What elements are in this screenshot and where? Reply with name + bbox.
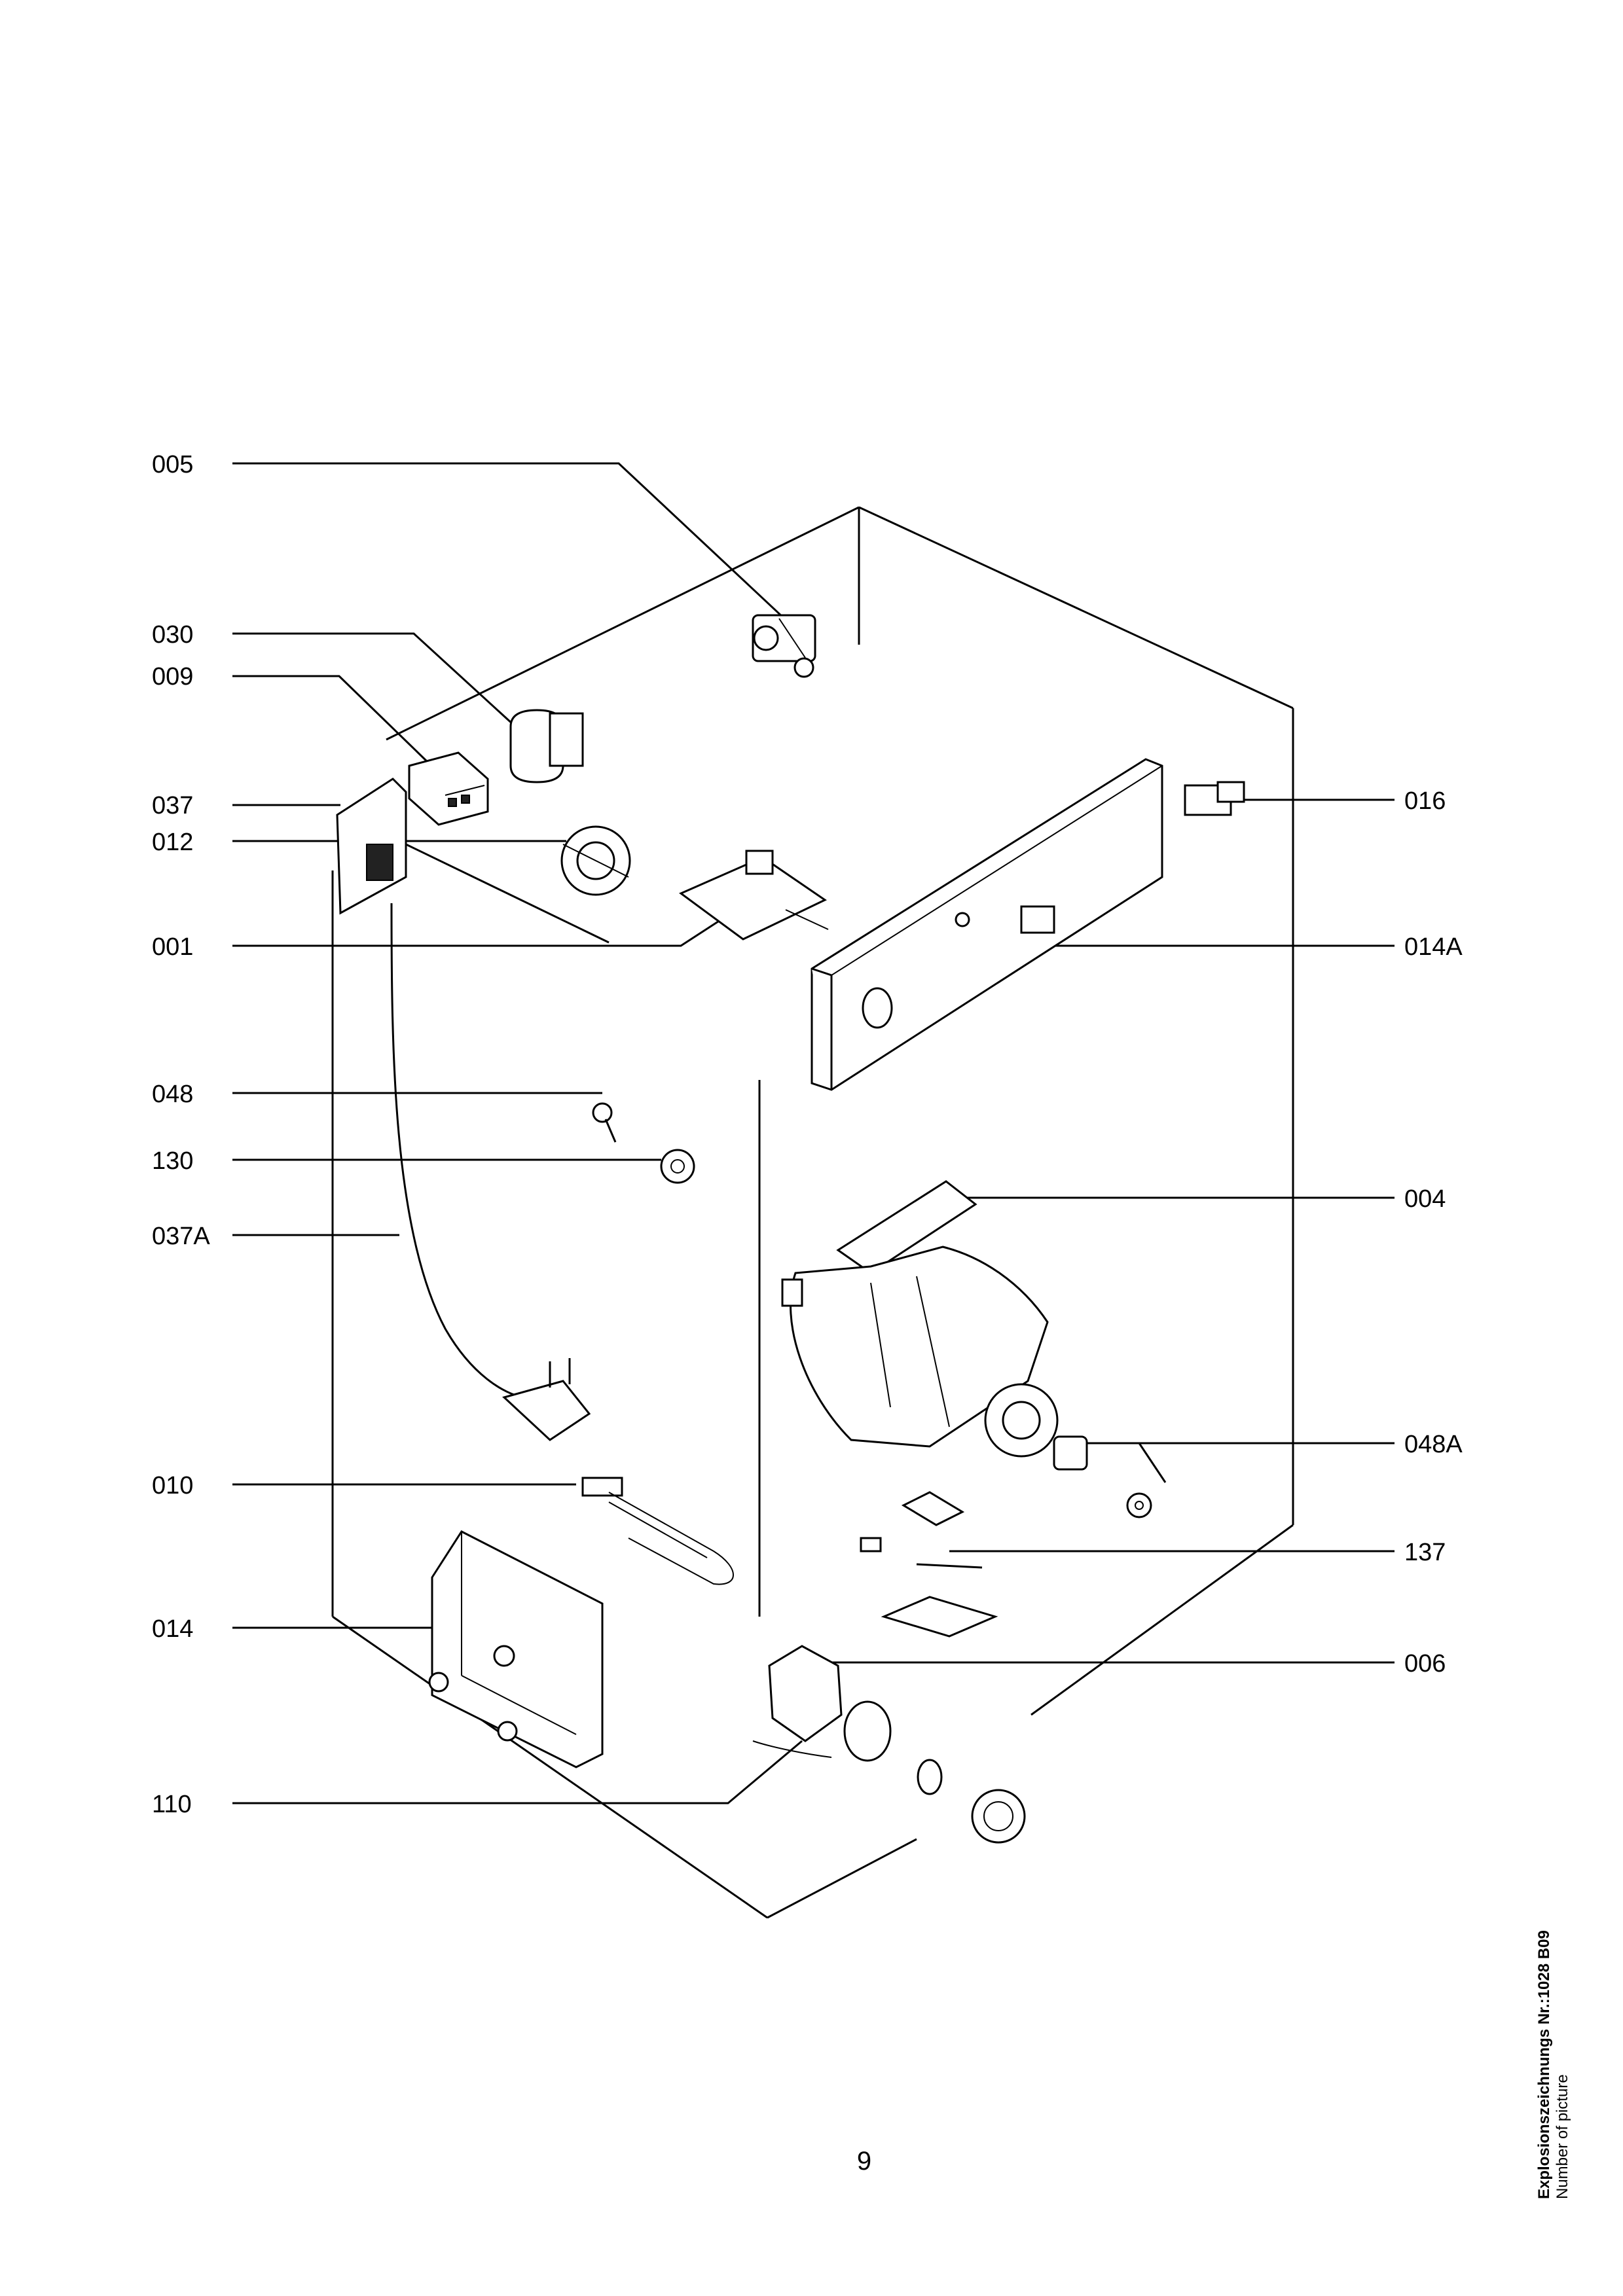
- part-014-housing: [428, 1530, 604, 1768]
- part-130-pressure-switch: [660, 1149, 695, 1184]
- callout-037: 037: [152, 792, 193, 819]
- callout-010: 010: [152, 1472, 193, 1499]
- part-006-drain-pump: [768, 1645, 1026, 1844]
- part-137-brackets: [860, 1491, 998, 1638]
- callout-014: 014: [152, 1615, 193, 1643]
- part-014a-control-panel: [811, 758, 1163, 1091]
- callout-037a: 037A: [152, 1223, 210, 1250]
- part-004-motor: [781, 1180, 1059, 1458]
- callout-048: 048: [152, 1081, 193, 1108]
- part-110-hose: [752, 1740, 832, 1758]
- callout-130: 130: [152, 1147, 193, 1175]
- callout-016: 016: [1404, 787, 1446, 815]
- callout-005: 005: [152, 451, 193, 478]
- part-048-thermostat: [592, 1102, 617, 1143]
- callout-110: 110: [152, 1791, 192, 1818]
- callout-048a: 048A: [1404, 1431, 1463, 1458]
- part-005-valve: [752, 614, 816, 678]
- leader-lines: [232, 462, 1395, 1804]
- page-number: 9: [856, 2147, 872, 2176]
- callout-001: 001: [152, 933, 193, 961]
- callout-014a: 014A: [1404, 933, 1463, 961]
- callout-137: 137: [1404, 1539, 1446, 1566]
- part-012-timer: [560, 825, 631, 896]
- callout-030: 030: [152, 621, 193, 649]
- callout-004: 004: [1404, 1185, 1446, 1213]
- part-010-heater: [581, 1477, 734, 1585]
- callout-012: 012: [152, 829, 193, 856]
- part-016-door-lock: [1184, 781, 1245, 816]
- part-009-connector: [408, 751, 489, 826]
- picture-caption: Explosionszeichnungs Nr.:1028 B09 Number…: [1535, 1930, 1572, 2199]
- caption-title: Explosionszeichnungs Nr.:1028 B09: [1535, 1930, 1553, 2199]
- part-037a-mains-cable: [390, 903, 591, 1441]
- callout-006: 006: [1404, 1650, 1446, 1677]
- part-001-electronic-board: [679, 850, 829, 941]
- callout-009: 009: [152, 663, 193, 691]
- part-037-socket-box: [336, 778, 407, 915]
- cabinet-outline: [331, 506, 1294, 1919]
- caption-subtitle: Number of picture: [1554, 2074, 1571, 2199]
- part-048a-sensor: [1053, 1435, 1152, 1518]
- part-030-capacitor: [509, 709, 584, 783]
